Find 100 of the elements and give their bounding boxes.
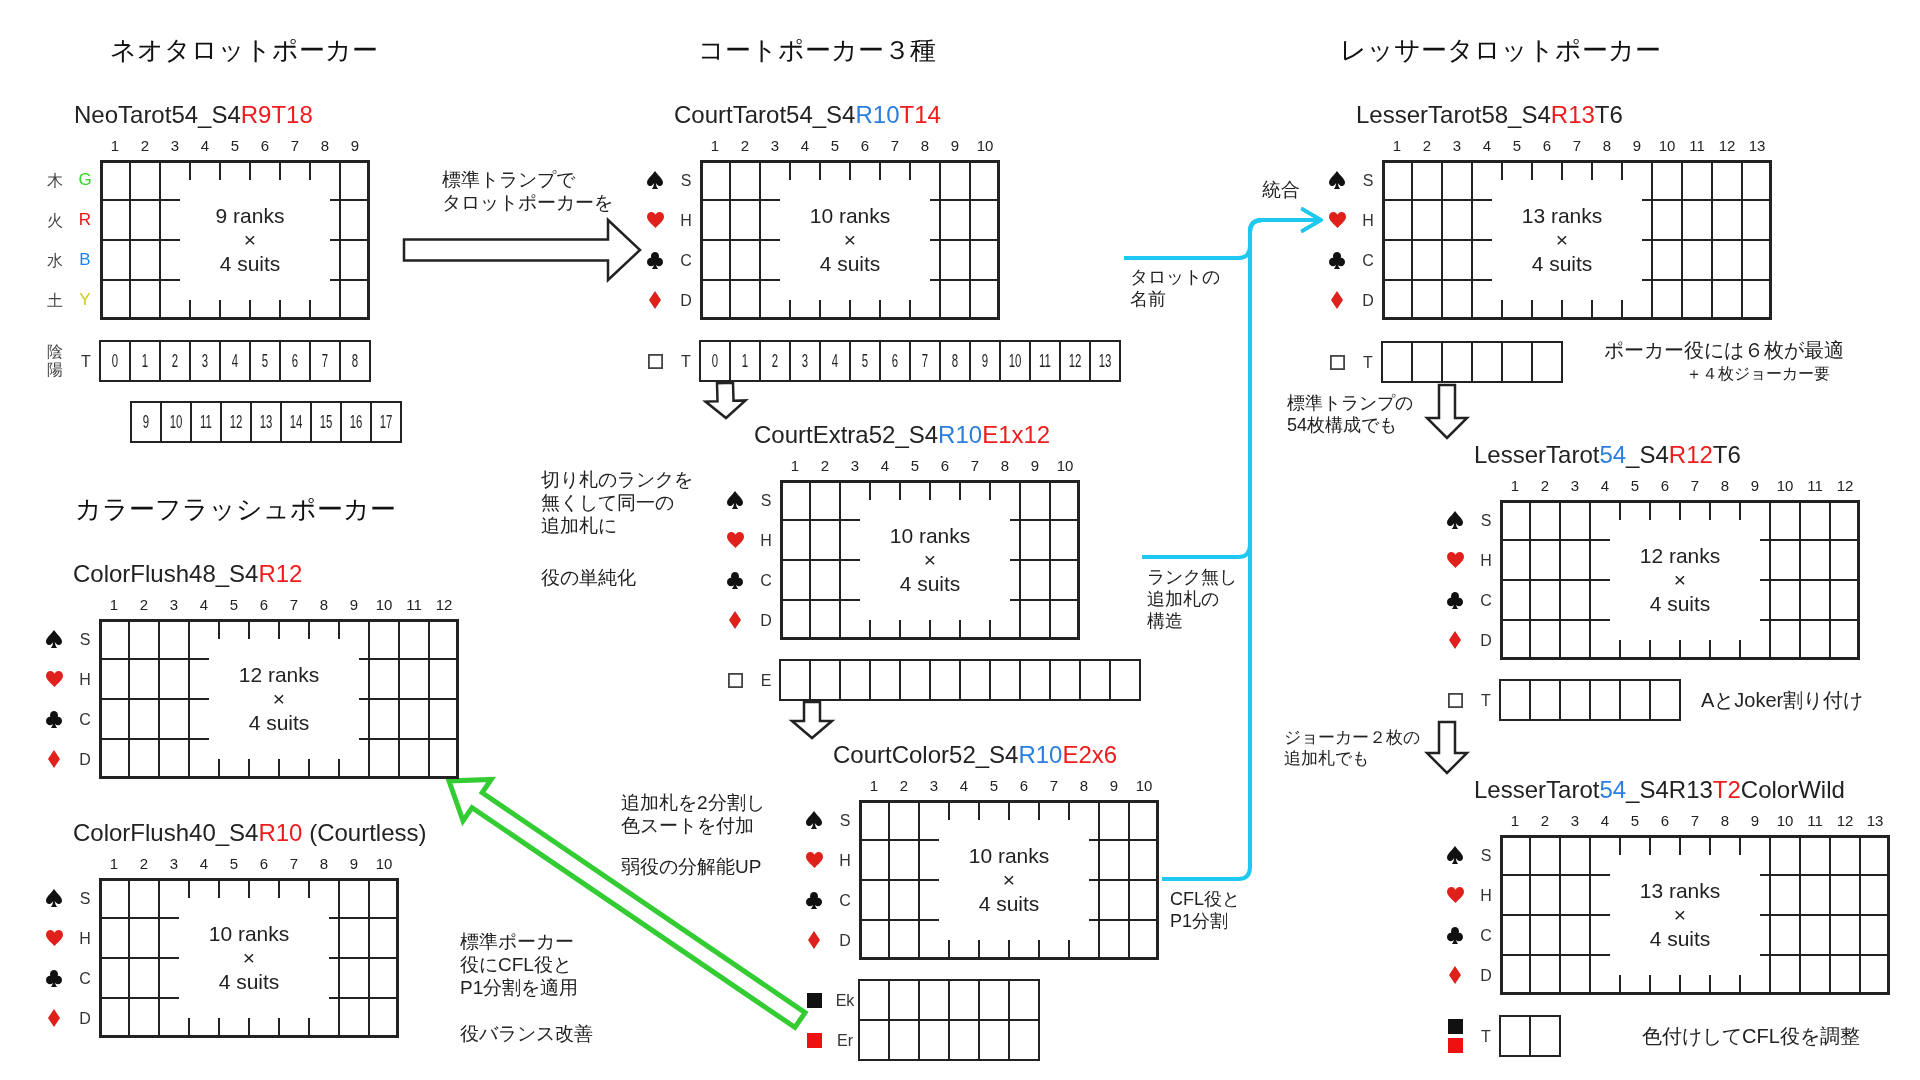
card-number: 12 <box>229 411 243 433</box>
grid-caption: 13 ranks × 4 suits <box>1521 204 1603 276</box>
row-label: C <box>1362 250 1374 270</box>
column-number: 2 <box>140 137 150 155</box>
card-number: 12 <box>1068 350 1082 372</box>
row-label: H <box>1480 550 1492 570</box>
column-number: 10 <box>1776 477 1794 495</box>
edge-label: 標準トランプの54枚構成でも <box>1287 392 1413 436</box>
row-label: T <box>81 351 91 371</box>
row-label: H <box>1362 210 1374 230</box>
card-number: 5 <box>261 350 269 372</box>
column-number: 4 <box>880 457 890 475</box>
row-label: S <box>79 629 91 649</box>
column-number: 8 <box>1079 777 1089 795</box>
column-number: 2 <box>139 596 149 614</box>
section-heading: コートポーカー３種 <box>698 34 936 66</box>
column-number: 6 <box>259 596 269 614</box>
column-number: 4 <box>199 596 209 614</box>
column-number: 3 <box>1570 477 1580 495</box>
column-number: 7 <box>890 137 900 155</box>
section-heading: レッサータロットポーカー <box>1339 34 1661 66</box>
column-number: 10 <box>375 855 393 873</box>
column-number: 8 <box>1720 477 1730 495</box>
column-number: 6 <box>1019 777 1029 795</box>
note-text: 役バランス改善 <box>460 1022 593 1045</box>
card-number: 0 <box>111 350 119 372</box>
block-arrow <box>402 217 642 283</box>
column-number: 2 <box>1540 477 1550 495</box>
grid-caption: 12 ranks × 4 suits <box>1639 544 1721 616</box>
row-label: D <box>1480 965 1492 985</box>
column-number: 3 <box>1452 137 1462 155</box>
card-number: 3 <box>801 350 809 372</box>
column-number: 5 <box>1630 812 1640 830</box>
row-label: H <box>760 530 772 550</box>
grid-caption: 10 ranks × 4 suits <box>809 204 891 276</box>
deck-name: LesserTarot54_S4R12T6 <box>1474 441 1741 469</box>
note-text: ポーカー役には６枚が最適 <box>1604 338 1844 362</box>
row-label: C <box>760 570 772 590</box>
card-number: 10 <box>169 411 183 433</box>
card-number: 2 <box>771 350 779 372</box>
card-number: 0 <box>711 350 719 372</box>
column-number: 7 <box>1572 137 1582 155</box>
row-label: C <box>839 890 851 910</box>
column-number: 5 <box>229 596 239 614</box>
card-number: 8 <box>951 350 959 372</box>
column-number: 3 <box>770 137 780 155</box>
column-number: 9 <box>1750 477 1760 495</box>
row-label: E <box>760 670 772 690</box>
row-label: H <box>680 210 692 230</box>
grid-caption: 13 ranks × 4 suits <box>1639 879 1721 951</box>
column-number: 1 <box>790 457 800 475</box>
card-number: 5 <box>861 350 869 372</box>
column-number: 1 <box>1392 137 1402 155</box>
column-number: 3 <box>169 855 179 873</box>
edge-label: ジョーカー２枚の追加札でも <box>1284 727 1420 769</box>
row-label: D <box>680 290 692 310</box>
row-label: 水 <box>47 250 63 270</box>
column-number: 5 <box>229 855 239 873</box>
row-label: D <box>1362 290 1374 310</box>
card-number: 11 <box>200 411 212 433</box>
row-label: Y <box>79 290 91 310</box>
grid-caption: 10 ranks × 4 suits <box>968 844 1050 916</box>
column-number: 9 <box>349 855 359 873</box>
column-number: 6 <box>1660 477 1670 495</box>
row-label: G <box>78 170 92 190</box>
card-number: 7 <box>921 350 929 372</box>
edge-label: タロットの名前 <box>1130 266 1220 310</box>
row-label: S <box>760 490 772 510</box>
row-label: C <box>1480 925 1492 945</box>
column-number: 10 <box>1135 777 1153 795</box>
row-label: S <box>1480 510 1492 530</box>
column-number: 2 <box>139 855 149 873</box>
deck-name: CourtExtra52_S4R10E1x12 <box>754 421 1051 449</box>
column-number: 4 <box>1482 137 1492 155</box>
row-label: T <box>1481 1026 1491 1046</box>
column-number: 4 <box>200 137 210 155</box>
block-arrow <box>702 381 749 420</box>
card-number: 6 <box>291 350 299 372</box>
edge-label: 切り札のランクを無くして同一の追加札に <box>541 468 693 537</box>
column-number: 4 <box>1600 812 1610 830</box>
column-number: 4 <box>199 855 209 873</box>
card-number: 9 <box>981 350 989 372</box>
column-number: 12 <box>1718 137 1736 155</box>
edge-label: 標準ポーカー役にCFL役とP1分割を適用 <box>460 930 579 999</box>
row-label: S <box>1362 170 1374 190</box>
row-label: T <box>1481 690 1491 710</box>
column-number: 10 <box>1056 457 1074 475</box>
note-text: 弱役の分解能UP <box>621 855 762 878</box>
row-label: C <box>680 250 692 270</box>
column-number: 2 <box>1422 137 1432 155</box>
column-number: 8 <box>319 596 329 614</box>
column-number: 4 <box>959 777 969 795</box>
column-number: 1 <box>109 855 119 873</box>
card-number: 4 <box>831 350 839 372</box>
column-number: 5 <box>989 777 999 795</box>
column-number: 8 <box>319 855 329 873</box>
card-number: 7 <box>321 350 329 372</box>
column-number: 13 <box>1866 812 1884 830</box>
row-label: Ek <box>835 990 855 1010</box>
row-label: 火 <box>47 210 63 230</box>
